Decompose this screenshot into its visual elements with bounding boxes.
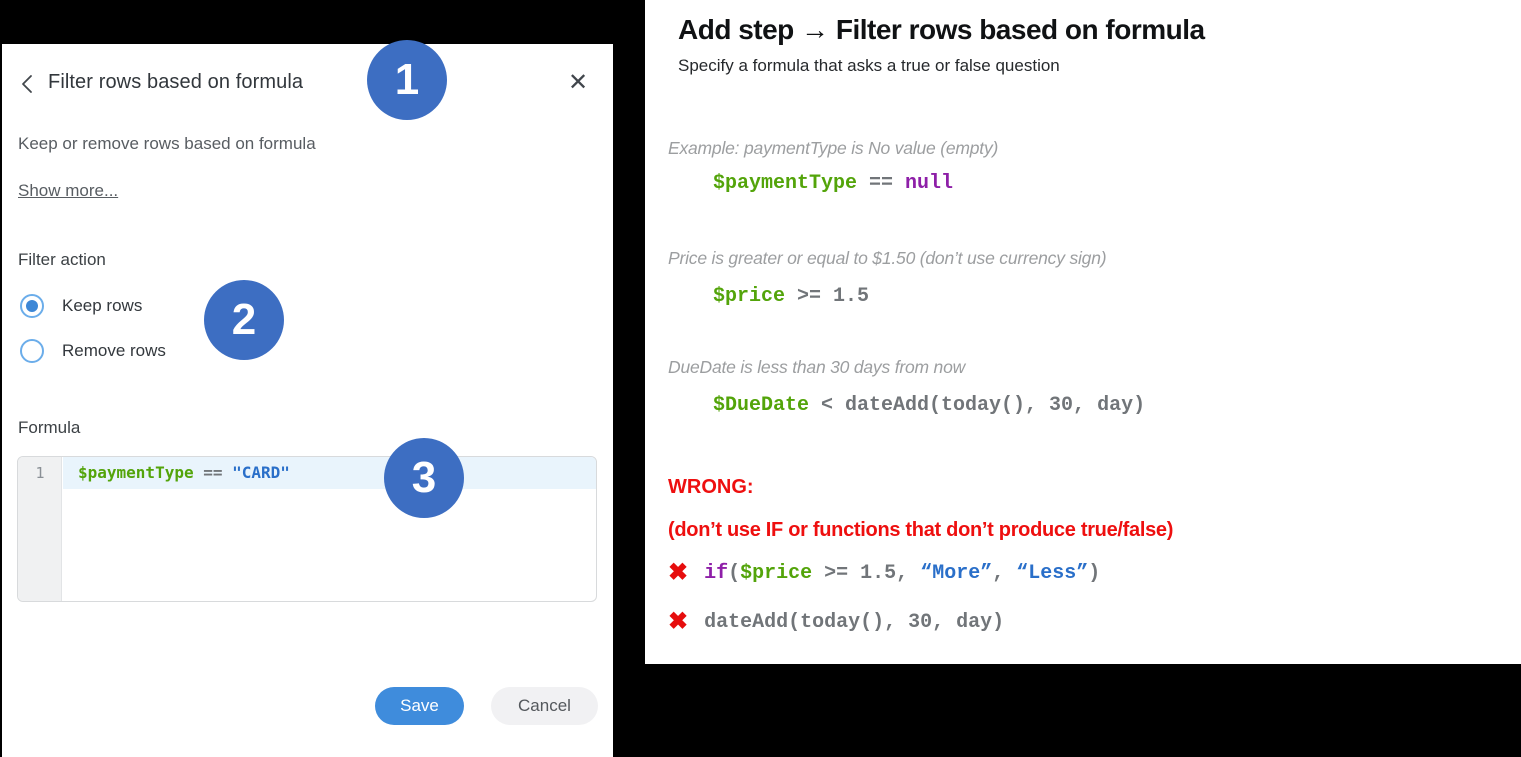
- callout-badge-2: 2: [204, 280, 284, 360]
- line-number-gutter: [18, 457, 62, 601]
- example-code: $price >= 1.5: [713, 285, 870, 308]
- red-x-icon: ✖: [668, 608, 689, 635]
- radio-label: Remove rows: [62, 341, 166, 360]
- radio-label: Keep rows: [62, 296, 143, 315]
- wrong-note: (don’t use IF or functions that don’t pr…: [668, 519, 1174, 541]
- red-x-icon: ✖: [668, 559, 689, 586]
- wrong-example-code: if($price >= 1.5, “More”, “Less”): [704, 561, 1101, 585]
- wrong-example-row: ✖ if($price >= 1.5, “More”, “Less”): [668, 561, 1100, 585]
- show-more-link[interactable]: Show more...: [18, 181, 119, 200]
- example-comment: DueDate is less than 30 days from now: [668, 357, 966, 377]
- active-line-highlight: [63, 457, 596, 489]
- wrong-example-row: ✖ dateAdd(today(), 30, day): [668, 610, 1004, 634]
- example-code: $DueDate < dateAdd(today(), 30, day): [713, 394, 1146, 417]
- dialog-header: Filter rows based on formula ✕: [2, 62, 613, 106]
- instructions-subtitle: Specify a formula that asks a true or fa…: [678, 56, 1060, 75]
- radio-button-icon[interactable]: [20, 294, 44, 318]
- example-code: $paymentType == null: [713, 172, 954, 195]
- example-comment: Example: paymentType is No value (empty): [668, 138, 999, 158]
- filter-rows-dialog: Filter rows based on formula ✕ Keep or r…: [2, 44, 613, 757]
- instructions-title: Add step → Filter rows based on formula: [678, 14, 1205, 45]
- cancel-button[interactable]: Cancel: [491, 687, 598, 725]
- filter-action-label: Filter action: [18, 250, 106, 269]
- dialog-title: Filter rows based on formula: [48, 71, 304, 93]
- line-number: 1: [35, 464, 45, 482]
- close-icon[interactable]: ✕: [567, 69, 589, 96]
- instructions-panel: Add step → Filter rows based on formula …: [645, 0, 1521, 664]
- back-icon[interactable]: [16, 72, 40, 96]
- formula-code-editor[interactable]: 1 $paymentType == "CARD": [17, 456, 597, 602]
- example-comment: Price is greater or equal to $1.50 (don’…: [668, 248, 1107, 268]
- radio-keep-rows[interactable]: Keep rows: [20, 293, 142, 319]
- callout-badge-3: 3: [384, 438, 464, 518]
- callout-badge-1: 1: [367, 40, 447, 120]
- dialog-description: Keep or remove rows based on formula: [18, 134, 316, 153]
- wrong-example-code: dateAdd(today(), 30, day): [704, 610, 1005, 634]
- save-button[interactable]: Save: [375, 687, 464, 725]
- wrong-heading: WRONG:: [668, 476, 754, 498]
- radio-remove-rows[interactable]: Remove rows: [20, 338, 166, 364]
- radio-button-icon[interactable]: [20, 339, 44, 363]
- formula-code[interactable]: $paymentType == "CARD": [78, 463, 290, 482]
- formula-label: Formula: [18, 418, 81, 437]
